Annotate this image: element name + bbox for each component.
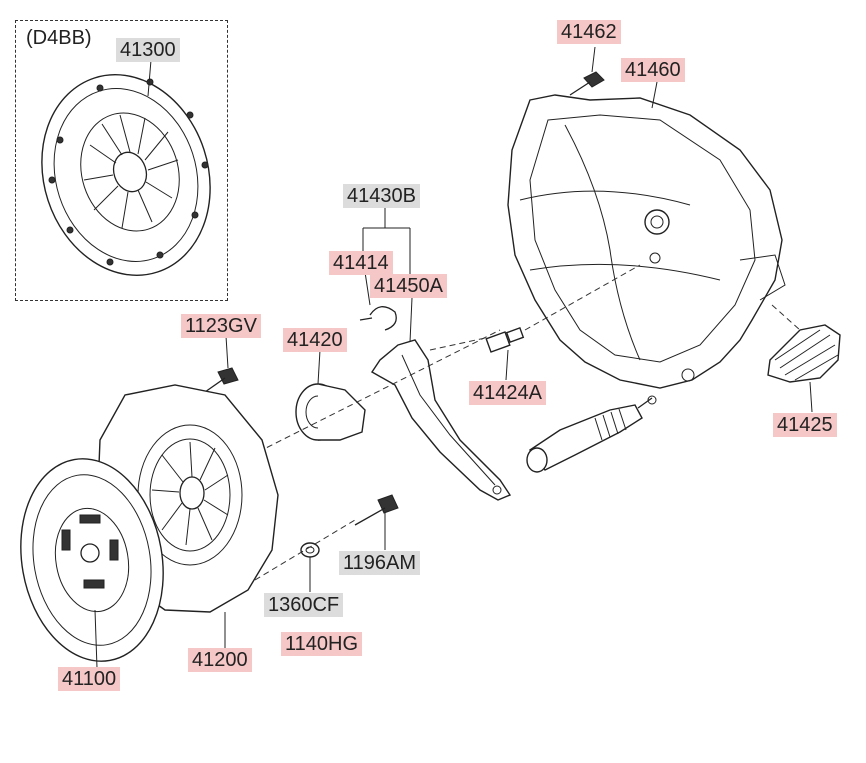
clutch-disc-drawing — [20, 458, 164, 662]
part-label-41462[interactable]: 41462 — [557, 20, 621, 44]
part-label-41414[interactable]: 41414 — [329, 251, 393, 275]
release-cylinder-drawing — [526, 395, 657, 473]
clutch-cover-variant-drawing — [41, 74, 211, 276]
part-label-41300[interactable]: 41300 — [116, 38, 180, 62]
washer-1360CF-drawing — [300, 542, 320, 558]
part-label-41420[interactable]: 41420 — [283, 328, 347, 352]
fitting-41424A-drawing — [485, 327, 525, 353]
part-label-41425[interactable]: 41425 — [773, 413, 837, 437]
part-label-41450A[interactable]: 41450A — [370, 274, 447, 298]
variant-dashed-box — [15, 20, 228, 301]
part-label-41200[interactable]: 41200 — [188, 648, 252, 672]
part-label-41460[interactable]: 41460 — [621, 58, 685, 82]
part-label-41100[interactable]: 41100 — [58, 667, 121, 691]
part-label-1123GV[interactable]: 1123GV — [181, 314, 261, 338]
part-label-41430B[interactable]: 41430B — [343, 184, 420, 208]
release-fork-drawing — [370, 339, 512, 501]
part-label-1140HG[interactable]: 1140HG — [281, 632, 363, 656]
part-label-1196AM[interactable]: 1196AM — [339, 551, 421, 575]
bolt-1123GV-drawing — [204, 367, 239, 393]
variant-label: (D4BB) — [26, 27, 92, 49]
part-label-41424A[interactable]: 41424A — [469, 381, 546, 405]
retainer-clip-drawing — [359, 306, 397, 331]
dust-boot-drawing — [767, 324, 841, 383]
release-bearing-drawing — [295, 383, 366, 441]
bolt-1196AM-drawing — [354, 494, 399, 526]
part-label-1360CF[interactable]: 1360CF — [264, 593, 344, 617]
bolt-41462-drawing — [569, 71, 605, 96]
clutch-housing-drawing — [507, 94, 786, 389]
